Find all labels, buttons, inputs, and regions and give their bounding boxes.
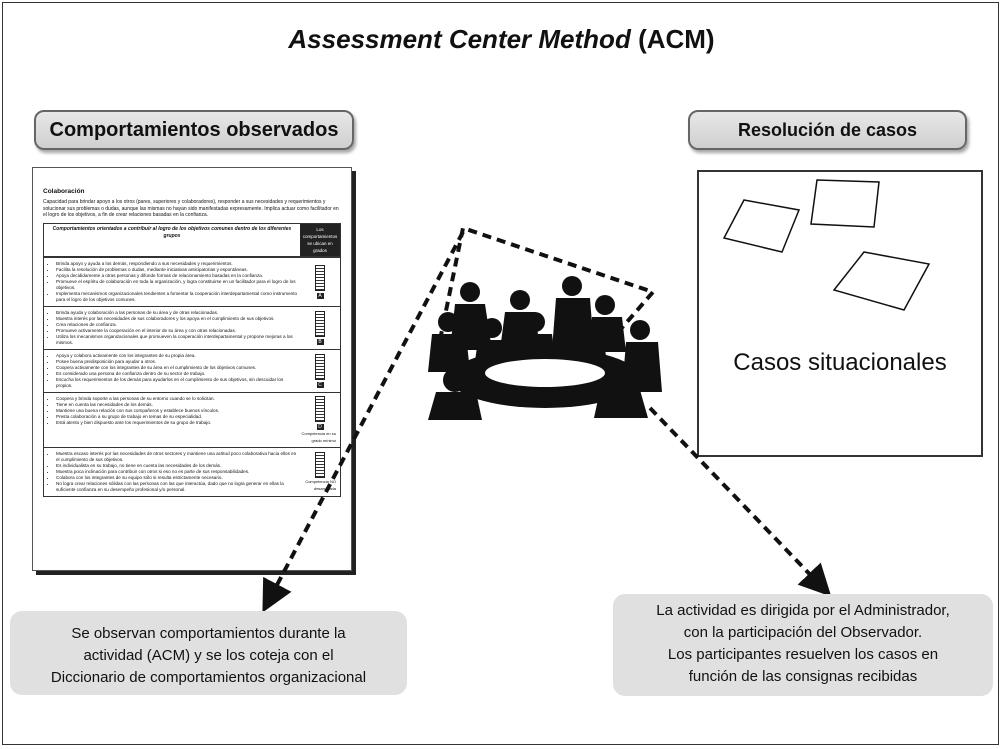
document-intro: Capacidad para brindar apoyo a los otros… xyxy=(43,199,339,218)
list-item: Es considerado una persona de confianza … xyxy=(56,371,300,377)
callout-line: función de las consignas recibidas xyxy=(688,668,918,685)
grade-letter: B xyxy=(316,338,324,345)
list-item: Muestra poca inclinación para contribuir… xyxy=(56,469,300,475)
table-header-grades: Los comportamientos se ubican en grados xyxy=(300,223,340,256)
observation-callout: Se observan comportamientos durante la a… xyxy=(10,611,407,695)
list-item: Mantiene una buena relación con sus comp… xyxy=(56,408,300,414)
arrow-to-activity xyxy=(648,406,832,597)
behavior-section-d: Coopera y brinda soporte a las personas … xyxy=(44,391,340,447)
behavior-dictionary-document: Colaboración Capacidad para brindar apoy… xyxy=(32,167,352,571)
list-item: Crea relaciones de confianza. xyxy=(56,322,300,328)
list-item: Es individualista en su trabajo, no tien… xyxy=(56,463,300,469)
list-item: Promueve activamente la cooperación en e… xyxy=(56,328,300,334)
list-item: Muestra escaso interés por las necesidad… xyxy=(56,451,300,463)
page-title: Assessment Center Method (ACM) xyxy=(288,24,715,54)
case-sheet xyxy=(832,251,931,311)
list-item: Apoya y colabora activamente con los int… xyxy=(56,353,300,359)
list-item: Facilita la resolución de problemas o du… xyxy=(56,267,300,273)
grade-gauge: B xyxy=(300,310,340,346)
grade-gauge: A xyxy=(300,261,340,303)
note-minimum: Competencia en su grado mínimo xyxy=(301,430,336,443)
callout-line: actividad (ACM) y se los coteja con el xyxy=(83,647,334,664)
behavior-table-header: Comportamientos orientados a contribuir … xyxy=(44,223,340,257)
grade-letter: A xyxy=(316,292,324,299)
callout-line: Los participantes resuelven los casos en xyxy=(667,646,939,663)
list-item: Implementa mecanismos organizacionales t… xyxy=(56,291,300,303)
callout-line: La actividad es dirigida por el Administ… xyxy=(656,602,950,619)
list-item: Está atento y bien dispuesto ante los re… xyxy=(56,420,300,426)
grade-letter: C xyxy=(316,381,324,388)
meeting-table-highlight xyxy=(485,359,605,387)
behavior-section-a: Brinda apoyo y ayuda a los demás, respon… xyxy=(44,256,340,306)
behavior-section-c: Apoya y colabora activamente con los int… xyxy=(44,348,340,392)
arrow-to-observation xyxy=(262,231,465,613)
case-sheet xyxy=(722,199,801,253)
list-item: Posee buena predisposición para ayudar a… xyxy=(56,359,300,365)
list-item: Brinda ayuda y colaboración a las person… xyxy=(56,310,300,316)
list-item: No logra crear relaciones sólidas con la… xyxy=(56,481,300,493)
list-item: Presta colaboración a su grupo de trabaj… xyxy=(56,414,300,420)
list-item: Coopera activamente con los integrantes … xyxy=(56,365,300,371)
dashed-frame-line xyxy=(438,225,657,341)
case-sheets-illustration xyxy=(722,179,931,311)
situational-cases-box: Casos situacionales xyxy=(697,170,983,457)
list-item: Colabora con los integrantes de su equip… xyxy=(56,475,300,481)
table-header-text: Comportamientos orientados a contribuir … xyxy=(52,225,292,239)
behavior-section-not-developed: Muestra escaso interés por las necesidad… xyxy=(44,446,340,496)
behavior-table: Comportamientos orientados a contribuir … xyxy=(43,222,341,497)
behavior-section-b: Brinda ayuda y colaboración a las person… xyxy=(44,305,340,349)
case-resolution-label: Resolución de casos xyxy=(688,110,967,150)
list-item: Muestra interés por las necesidades de s… xyxy=(56,316,300,322)
grade-gauge: Competencia NO desarrollada xyxy=(300,451,340,493)
activity-callout: La actividad es dirigida por el Administ… xyxy=(613,594,993,696)
observed-behaviors-label: Comportamientos observados xyxy=(34,110,354,150)
list-item: Tiene en cuenta las necesidades de los d… xyxy=(56,402,300,408)
callout-line: Diccionario de comportamientos organizac… xyxy=(50,669,367,686)
situational-cases-caption: Casos situacionales xyxy=(733,349,947,376)
callout-line: Se observan comportamientos durante la xyxy=(71,625,346,642)
list-item: Utiliza los mecanismos organizacionales … xyxy=(56,334,300,346)
list-item: Promueve el espíritu de colaboración en … xyxy=(56,279,300,291)
list-item: Apoya decididamente a otras personas y d… xyxy=(56,273,300,279)
callout-line: con la participación del Observador. xyxy=(683,624,923,641)
grade-letter: D xyxy=(316,423,324,430)
document-heading: Colaboración xyxy=(43,188,85,195)
list-item: Brinda apoyo y ayuda a los demás, respon… xyxy=(56,261,300,267)
case-sheet xyxy=(810,179,880,228)
list-item: Coopera y brinda soporte a las personas … xyxy=(56,396,300,402)
list-item: Escucha los requerimientos de los demás … xyxy=(56,377,300,389)
grade-gauge: C xyxy=(300,353,340,389)
note-not-developed: Competencia NO desarrollada xyxy=(305,478,336,491)
